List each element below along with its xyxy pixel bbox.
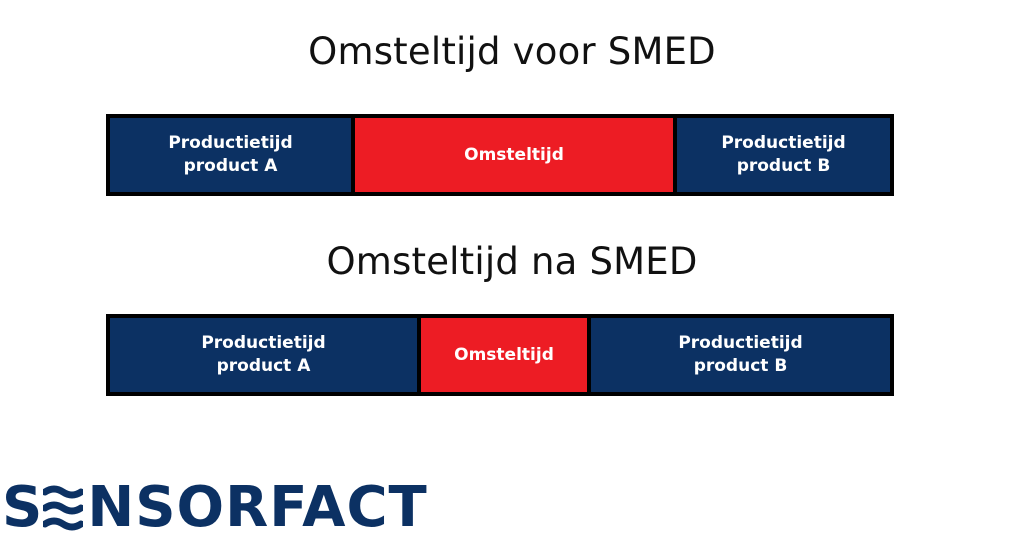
- segment-production-product-a: Productietijd product A: [110, 118, 351, 192]
- segment-production-product-b: Productietijd product B: [591, 318, 890, 392]
- title-before-smed: Omsteltijd voor SMED: [308, 30, 716, 73]
- timeline-before-smed: Productietijd product A Omsteltijd Produ…: [106, 114, 894, 196]
- timeline-after-smed: Productietijd product A Omsteltijd Produ…: [106, 314, 894, 396]
- logo-wave-e-icon: [43, 485, 84, 531]
- logo-letter-s: S: [2, 475, 44, 540]
- segment-changeover: Omsteltijd: [355, 118, 673, 192]
- segment-production-product-b: Productietijd product B: [677, 118, 890, 192]
- title-after-smed: Omsteltijd na SMED: [326, 240, 698, 283]
- segment-production-product-a: Productietijd product A: [110, 318, 417, 392]
- logo-text: NSORFACT: [87, 475, 428, 540]
- sensorfact-logo: S NSORFACT: [2, 478, 428, 538]
- segment-changeover: Omsteltijd: [421, 318, 587, 392]
